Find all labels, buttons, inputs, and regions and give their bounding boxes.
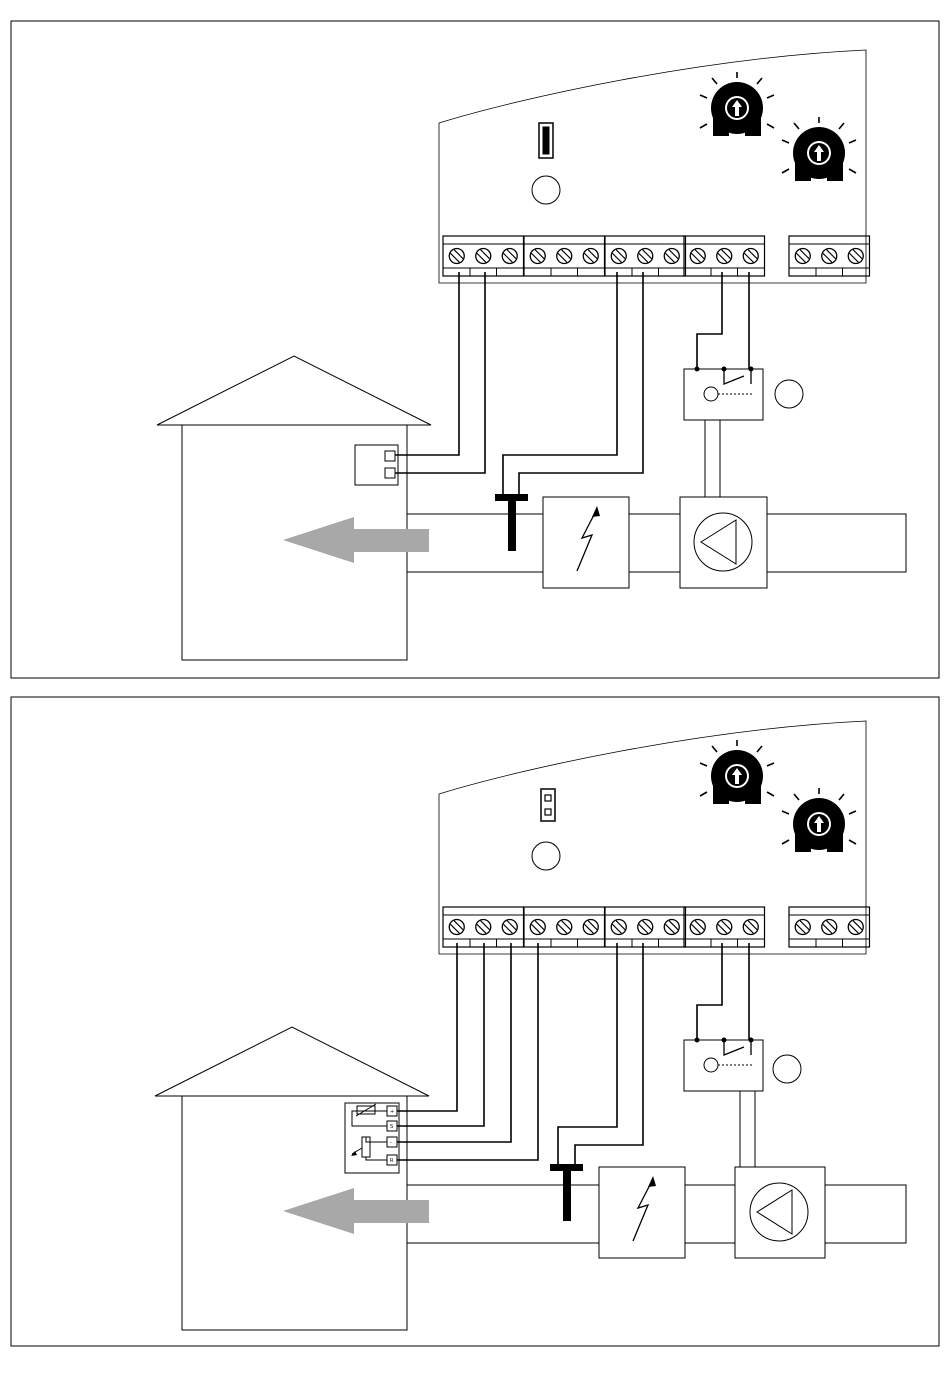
terminal-screw-icon <box>664 920 679 935</box>
panel-frame <box>11 697 939 1346</box>
terminal-strip <box>443 907 870 947</box>
panel-bottom: + S - R <box>11 697 939 1346</box>
relay-led-icon <box>775 380 803 408</box>
terminal-screw-icon <box>449 920 464 935</box>
pin-label: R <box>390 1158 394 1164</box>
terminal-block <box>605 236 686 276</box>
terminal-block <box>605 907 686 947</box>
terminal-screw-icon <box>848 249 863 264</box>
terminal-screw-icon <box>449 249 464 264</box>
terminal-screw-icon <box>664 249 679 264</box>
room-sensor-wires <box>395 272 485 473</box>
terminal-screw-icon <box>557 920 572 935</box>
potentiometer-icon <box>782 117 856 181</box>
terminal-screw-icon <box>848 920 863 935</box>
pin-label: + <box>390 1109 394 1115</box>
house-icon <box>155 1027 429 1330</box>
terminal-screw-icon <box>638 249 653 264</box>
terminal-strip <box>443 236 870 276</box>
flow-sensor-icon <box>495 494 528 551</box>
terminal-block <box>789 907 870 947</box>
terminal-screw-icon <box>502 249 517 264</box>
relay-led-icon <box>773 1055 801 1083</box>
relay-icon <box>684 367 763 420</box>
room-sensor-icon: + S - R <box>345 1103 399 1173</box>
terminal-screw-icon <box>795 249 810 264</box>
terminal-screw-icon <box>795 920 810 935</box>
terminal-screw-icon <box>690 249 705 264</box>
house-icon <box>157 356 431 660</box>
terminal-screw-icon <box>611 249 626 264</box>
room-sensor-icon <box>355 445 398 485</box>
flow-sensor-icon <box>550 1164 583 1221</box>
pipe <box>407 1185 906 1243</box>
terminal-screw-icon <box>530 249 545 264</box>
potentiometer-icon <box>782 788 856 852</box>
terminal-block <box>789 236 870 276</box>
terminal-block <box>684 907 765 947</box>
terminal-screw-icon <box>476 920 491 935</box>
pipe <box>407 514 906 572</box>
terminal-block <box>524 907 605 947</box>
pin-label: S <box>390 1124 393 1130</box>
terminal-screw-icon <box>530 920 545 935</box>
terminal-screw-icon <box>611 920 626 935</box>
terminal-screw-icon <box>822 920 837 935</box>
pump-icon <box>735 1167 825 1258</box>
terminal-screw-icon <box>476 249 491 264</box>
relay-icon <box>684 1038 763 1091</box>
terminal-block <box>524 236 605 276</box>
terminal-screw-icon <box>743 249 758 264</box>
potentiometer-icon <box>700 72 774 136</box>
jumper-pin <box>545 809 551 815</box>
terminal-screw-icon <box>583 249 598 264</box>
thermistor-icon <box>352 1104 387 1126</box>
terminal-screw-icon <box>583 920 598 935</box>
pin-label: - <box>390 1140 392 1146</box>
jumper-icon <box>541 789 555 821</box>
relay-wires <box>697 943 755 1167</box>
led-icon <box>532 842 560 870</box>
terminal-screw-icon <box>743 920 758 935</box>
led-icon <box>532 176 560 204</box>
heater-icon <box>543 497 629 588</box>
terminal-screw-icon <box>638 920 653 935</box>
relay-wires <box>697 272 749 497</box>
terminal-block <box>443 236 524 276</box>
terminal-block <box>443 907 524 947</box>
panel-frame <box>11 21 939 678</box>
heater-icon <box>599 1167 685 1258</box>
jumper-closed <box>543 127 549 154</box>
setpoint-potentiometer-icon <box>351 1137 387 1160</box>
potentiometer-icon <box>700 740 774 804</box>
jumper-pin <box>545 795 551 801</box>
jumper-icon <box>539 123 553 158</box>
terminal-screw-icon <box>502 920 517 935</box>
pump-icon <box>680 497 767 588</box>
terminal-screw-icon <box>717 249 732 264</box>
flow-sensor-wires <box>503 272 643 494</box>
flow-sensor-wires <box>558 943 643 1164</box>
terminal-block <box>684 236 765 276</box>
terminal-screw-icon <box>822 249 837 264</box>
room-sensor-wires <box>397 943 538 1160</box>
terminal-screw-icon <box>557 249 572 264</box>
terminal-screw-icon <box>717 920 732 935</box>
terminal-screw-icon <box>690 920 705 935</box>
panel-top <box>11 21 939 678</box>
